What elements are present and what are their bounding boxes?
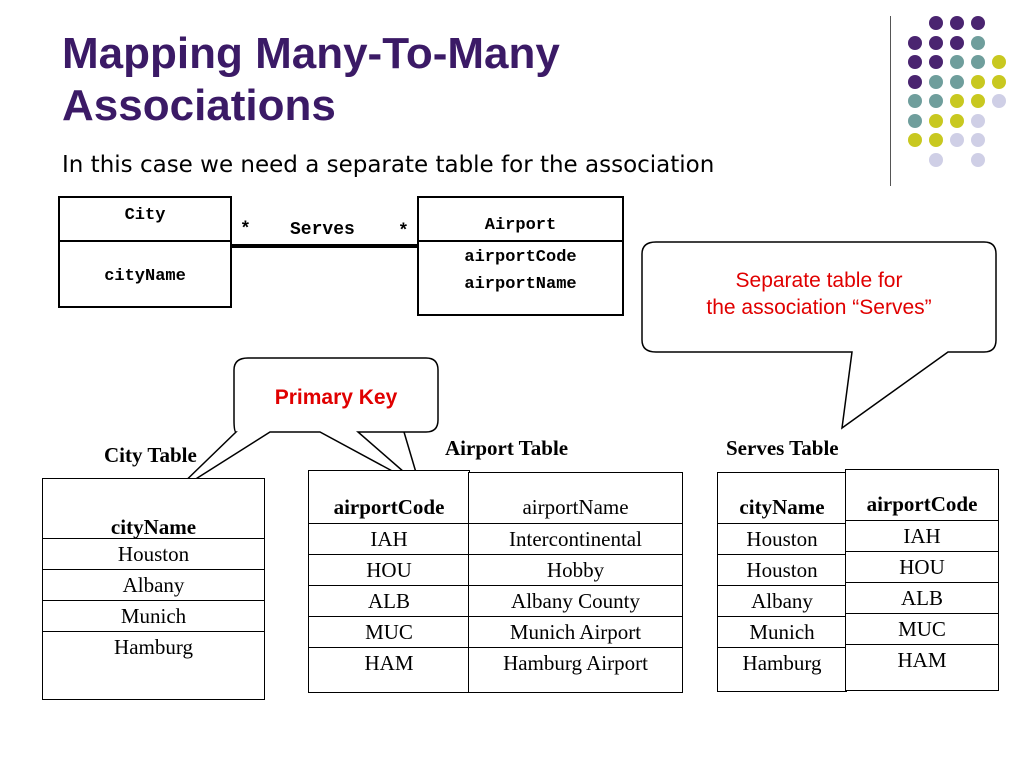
table-row: Hamburg — [43, 631, 264, 662]
decorative-dot — [971, 94, 985, 108]
serves-code-header: airportCode — [866, 492, 978, 516]
uml-airport-attribute: airportCode — [464, 248, 577, 267]
table-row: HAM — [309, 647, 469, 678]
table-row: MUC — [846, 613, 998, 644]
table-row: Munich — [43, 600, 264, 631]
decorative-dot — [971, 35, 985, 50]
table-row: Houston — [718, 554, 846, 585]
decorative-dot — [992, 55, 1006, 69]
separate-table-callout: Separate table for the association “Serv… — [642, 267, 996, 321]
separate-table-callout-line-2: the association “Serves” — [706, 296, 932, 319]
decorative-dot — [908, 74, 922, 89]
table-row: IAH — [309, 523, 469, 554]
slide-title-line-2: Associations — [62, 81, 336, 130]
decorative-dot — [929, 74, 943, 89]
decorative-dot — [971, 133, 985, 147]
uml-city-name: City — [60, 198, 230, 242]
decorative-dot — [971, 113, 985, 128]
uml-airport-attributes: airportCode airportName — [419, 242, 622, 298]
serves-city-column: cityName Houston Houston Albany Munich H… — [717, 472, 847, 692]
city-table-label: City Table — [104, 443, 197, 467]
uml-city-class: City cityName — [58, 196, 232, 308]
table-row: Houston — [43, 538, 264, 569]
title-divider-line — [890, 16, 891, 186]
slide-title-line-1: Mapping Many-To-Many — [62, 29, 560, 78]
table-row: HAM — [846, 644, 998, 675]
decorative-dot — [908, 55, 922, 69]
airport-code-header: airportCode — [333, 495, 445, 519]
table-row: Munich — [718, 616, 846, 647]
table-row: Munich Airport — [469, 616, 682, 647]
decorative-dot — [971, 16, 985, 30]
serves-code-column: airportCode IAH HOU ALB MUC HAM — [845, 469, 999, 691]
decorative-dot — [950, 55, 964, 69]
slide-title: Mapping Many-To-Many Associations — [62, 28, 862, 132]
decorative-dot — [992, 74, 1006, 89]
decorative-dot — [971, 55, 985, 69]
decorative-dot — [908, 133, 922, 147]
table-row: ALB — [846, 582, 998, 613]
table-row: IAH — [846, 520, 998, 551]
city-table-header: cityName — [110, 515, 197, 539]
uml-airport-class: Airport airportCode airportName — [417, 196, 624, 316]
decorative-dot — [950, 94, 964, 108]
table-row: Hamburg — [718, 647, 846, 678]
airport-name-header: airportName — [522, 495, 629, 519]
decorative-dot — [929, 55, 943, 69]
table-row: Albany County — [469, 585, 682, 616]
primary-key-callout: Primary Key — [274, 386, 398, 409]
decorative-dot — [971, 74, 985, 89]
serves-city-header: cityName — [739, 495, 825, 519]
decorative-dot — [929, 35, 943, 50]
uml-city-attribute: cityName — [104, 267, 186, 286]
decorative-dot — [950, 74, 964, 89]
table-row: Hamburg Airport — [469, 647, 682, 678]
uml-airport-name: Airport — [419, 198, 622, 242]
table-row: HOU — [309, 554, 469, 585]
table-row: Houston — [718, 523, 846, 554]
decorative-dot — [908, 94, 922, 108]
table-row: HOU — [846, 551, 998, 582]
decorative-dot — [908, 113, 922, 128]
decorative-dot — [950, 35, 964, 50]
decorative-dot — [929, 16, 943, 30]
primary-key-callout-bubble — [171, 357, 439, 495]
decorative-dot — [950, 113, 964, 128]
right-multiplicity: * — [398, 222, 409, 242]
table-row: MUC — [309, 616, 469, 647]
serves-table-label: Serves Table — [726, 436, 839, 460]
table-row: Albany — [718, 585, 846, 616]
separate-table-callout-line-1: Separate table for — [735, 269, 903, 292]
table-row: Albany — [43, 569, 264, 600]
table-row: Hobby — [469, 554, 682, 585]
separate-table-callout-bubble — [641, 241, 997, 430]
airport-table-label: Airport Table — [445, 436, 569, 460]
decorative-dot — [929, 113, 943, 128]
decorative-dot — [971, 152, 985, 167]
decorative-dot — [929, 152, 943, 167]
airport-name-column: airportName Intercontinental Hobby Alban… — [468, 472, 683, 693]
left-multiplicity: * — [240, 220, 251, 240]
uml-airport-attribute: airportName — [464, 275, 577, 294]
association-label: Serves — [290, 220, 355, 240]
decorative-dot — [929, 94, 943, 108]
table-row: ALB — [309, 585, 469, 616]
decorative-dot — [929, 133, 943, 147]
decorative-dot — [908, 35, 922, 50]
decorative-dot — [950, 133, 964, 147]
city-table: cityName Houston Albany Munich Hamburg — [42, 478, 265, 700]
decorative-dot — [950, 16, 964, 30]
decorative-dot — [992, 94, 1006, 108]
airport-code-column: airportCode IAH HOU ALB MUC HAM — [308, 470, 470, 693]
table-row: Intercontinental — [469, 523, 682, 554]
slide-subtitle: In this case we need a separate table fo… — [62, 152, 715, 178]
